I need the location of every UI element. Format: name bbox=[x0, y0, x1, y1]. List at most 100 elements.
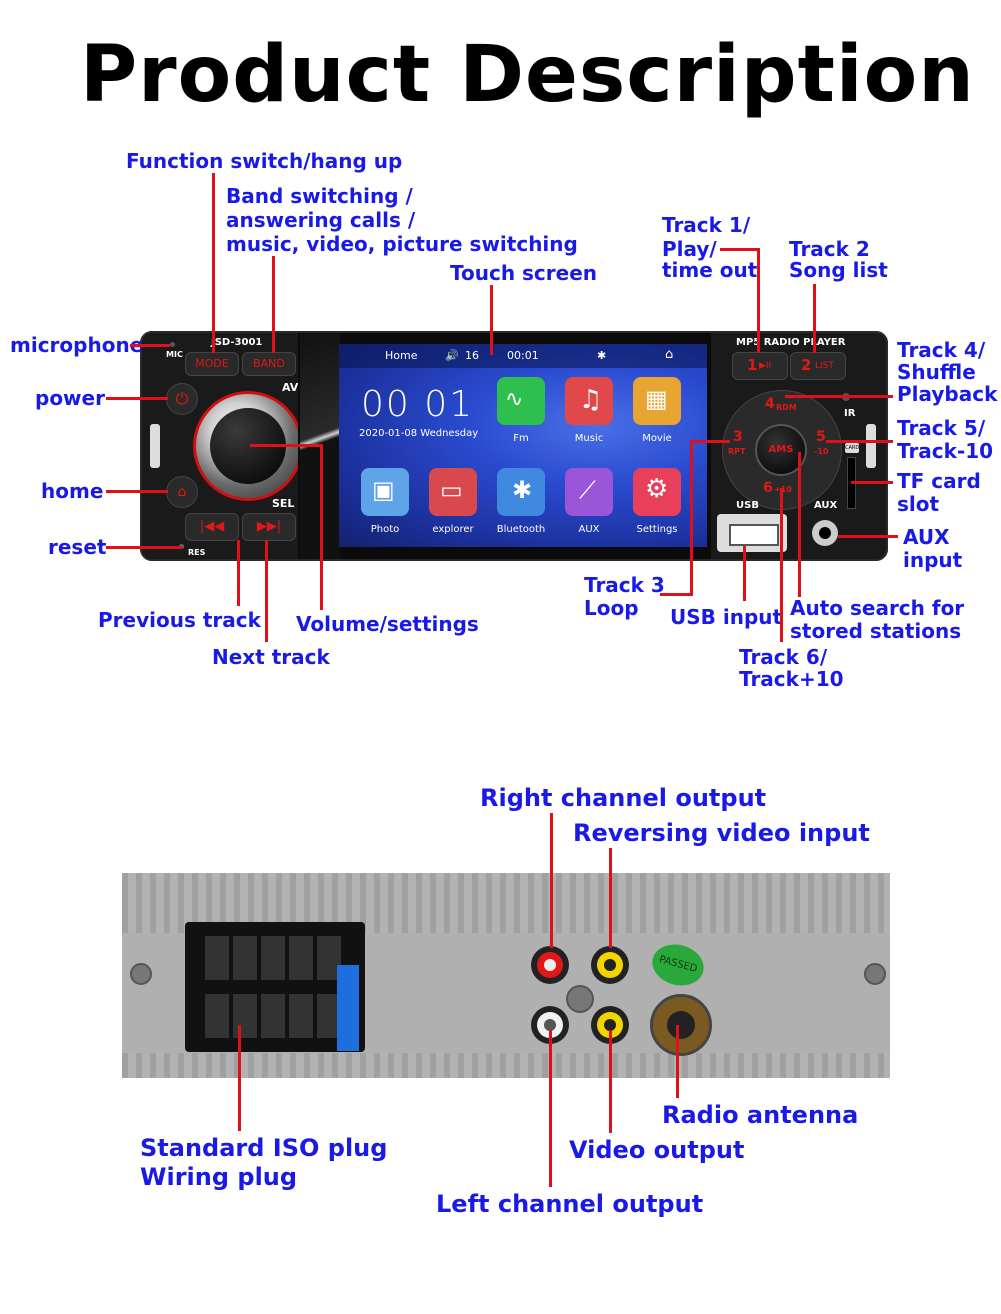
right-tab bbox=[866, 424, 876, 468]
video-output-jack[interactable] bbox=[591, 1006, 629, 1044]
home-status-icon: ⌂ bbox=[665, 347, 674, 362]
status-bar: Home 🔊 16 00:01 ✱ ⌂ bbox=[339, 344, 707, 368]
label-band-2: answering calls / bbox=[226, 208, 416, 232]
label-auto-2: stored stations bbox=[790, 619, 962, 643]
btn2-sub: LIST bbox=[815, 361, 834, 371]
right-channel-jack[interactable] bbox=[531, 946, 569, 984]
music-app-icon[interactable]: ♫ bbox=[565, 377, 613, 425]
photo-app-label: Photo bbox=[370, 524, 400, 535]
touch-screen[interactable]: Home 🔊 16 00:01 ✱ ⌂ 00 01 2020-01-08 Wed… bbox=[339, 344, 707, 547]
btn2-num: 2 bbox=[801, 356, 812, 374]
label-volume-settings: Volume/settings bbox=[296, 612, 479, 636]
bluetooth-status-icon: ✱ bbox=[597, 349, 607, 362]
leader-track4 bbox=[785, 395, 893, 398]
leader-track3-v bbox=[690, 440, 693, 595]
iso-connector[interactable] bbox=[185, 922, 365, 1052]
btn4-num[interactable]: 4 bbox=[765, 396, 775, 412]
label-track4-2: Shuffle bbox=[897, 360, 976, 384]
leader-video-output bbox=[609, 1030, 612, 1133]
label-track3-1: Track 3 bbox=[584, 573, 665, 597]
leader-track3-h bbox=[660, 593, 693, 596]
label-power: power bbox=[35, 386, 105, 410]
fm-app-icon[interactable]: ∿ bbox=[497, 377, 545, 425]
home-button[interactable]: ⌂ bbox=[166, 476, 198, 508]
clock: 00 01 bbox=[361, 384, 475, 425]
leader-reset bbox=[106, 546, 182, 549]
btn5-sub: -10 bbox=[814, 447, 829, 456]
av-label: AV bbox=[282, 381, 299, 394]
explorer-app-icon[interactable]: ▭ bbox=[429, 468, 477, 516]
sel-label: SEL bbox=[272, 497, 295, 510]
photo-app-icon[interactable]: ▣ bbox=[361, 468, 409, 516]
bluetooth-app-icon[interactable]: ✱ bbox=[497, 468, 545, 516]
leader-next bbox=[265, 540, 268, 642]
power-button[interactable]: ⏻ bbox=[166, 383, 198, 415]
leader-microphone bbox=[130, 344, 170, 347]
btn1-sub: ▶II bbox=[759, 361, 772, 371]
antenna-socket[interactable] bbox=[650, 994, 712, 1056]
reversing-video-jack[interactable] bbox=[591, 946, 629, 984]
fm-app-label: Fm bbox=[513, 433, 529, 444]
home-text: Home bbox=[385, 349, 418, 362]
settings-app-icon[interactable]: ⚙ bbox=[633, 468, 681, 516]
label-iso-2: Wiring plug bbox=[140, 1163, 298, 1191]
label-home: home bbox=[41, 479, 104, 503]
usb-port[interactable] bbox=[717, 514, 787, 552]
aux-app-icon[interactable]: ⟋ bbox=[565, 468, 613, 516]
leader-track3-top bbox=[690, 440, 730, 443]
iso-pins-top bbox=[205, 936, 345, 980]
track-1-button[interactable]: 1 ▶II bbox=[732, 352, 788, 380]
leader-reversing-video bbox=[609, 848, 612, 948]
status-time: 00:01 bbox=[507, 349, 539, 362]
label-track2-2: Song list bbox=[789, 258, 888, 282]
label-track6-2: Track+10 bbox=[739, 667, 844, 691]
track-2-button[interactable]: 2 LIST bbox=[790, 352, 846, 380]
label-aux-2: input bbox=[903, 548, 963, 572]
btn6-num[interactable]: 6 bbox=[763, 480, 773, 496]
leader-home bbox=[106, 490, 168, 493]
previous-track-button[interactable]: |◀◀ bbox=[185, 513, 239, 541]
label-track5-2: Track-10 bbox=[897, 439, 994, 463]
label-track4-1: Track 4/ bbox=[897, 338, 986, 362]
leader-volume-v bbox=[320, 444, 323, 610]
right-screw bbox=[864, 963, 886, 985]
volume-icon: 🔊 bbox=[445, 349, 459, 362]
next-icon: ▶▶| bbox=[256, 519, 282, 534]
leader-function-switch bbox=[212, 173, 215, 353]
leader-auto bbox=[798, 452, 801, 597]
settings-app-label: Settings bbox=[636, 524, 678, 535]
mode-button[interactable]: MODE bbox=[185, 352, 239, 376]
btn5-num[interactable]: 5 bbox=[816, 429, 826, 445]
btn3-num[interactable]: 3 bbox=[733, 429, 743, 445]
label-aux-1: AUX bbox=[903, 525, 950, 549]
band-button[interactable]: BAND bbox=[242, 352, 296, 376]
leader-left-channel bbox=[549, 1030, 552, 1187]
leader-previous bbox=[237, 540, 240, 606]
leader-band bbox=[272, 256, 275, 353]
leader-power bbox=[106, 397, 168, 400]
movie-app-icon[interactable]: ▦ bbox=[633, 377, 681, 425]
label-touch-screen: Touch screen bbox=[450, 261, 598, 285]
leader-right-channel bbox=[550, 813, 553, 948]
label-usb-input: USB input bbox=[670, 605, 783, 629]
date: 2020-01-08 Wednesday bbox=[359, 428, 479, 439]
left-screw bbox=[130, 963, 152, 985]
label-track4-3: Playback bbox=[897, 382, 998, 406]
aux-jack[interactable] bbox=[812, 520, 838, 546]
center-screw bbox=[566, 985, 594, 1013]
leader-iso bbox=[238, 1025, 241, 1131]
movie-app-label: Movie bbox=[642, 433, 672, 444]
label-function-switch: Function switch/hang up bbox=[126, 149, 403, 173]
label-iso-1: Standard ISO plug bbox=[140, 1134, 388, 1162]
btn3-sub: RPT bbox=[728, 447, 746, 456]
iso-pins-bottom bbox=[205, 994, 345, 1038]
res-label: RES bbox=[188, 548, 206, 557]
leader-track6 bbox=[780, 488, 783, 642]
label-track6-1: Track 6/ bbox=[739, 645, 828, 669]
ir-label: IR bbox=[844, 408, 856, 419]
label-band-1: Band switching / bbox=[226, 184, 413, 208]
usb-socket bbox=[729, 524, 779, 546]
next-track-button[interactable]: ▶▶| bbox=[242, 513, 296, 541]
leader-volume-h bbox=[250, 444, 322, 447]
label-track3-2: Loop bbox=[584, 596, 639, 620]
